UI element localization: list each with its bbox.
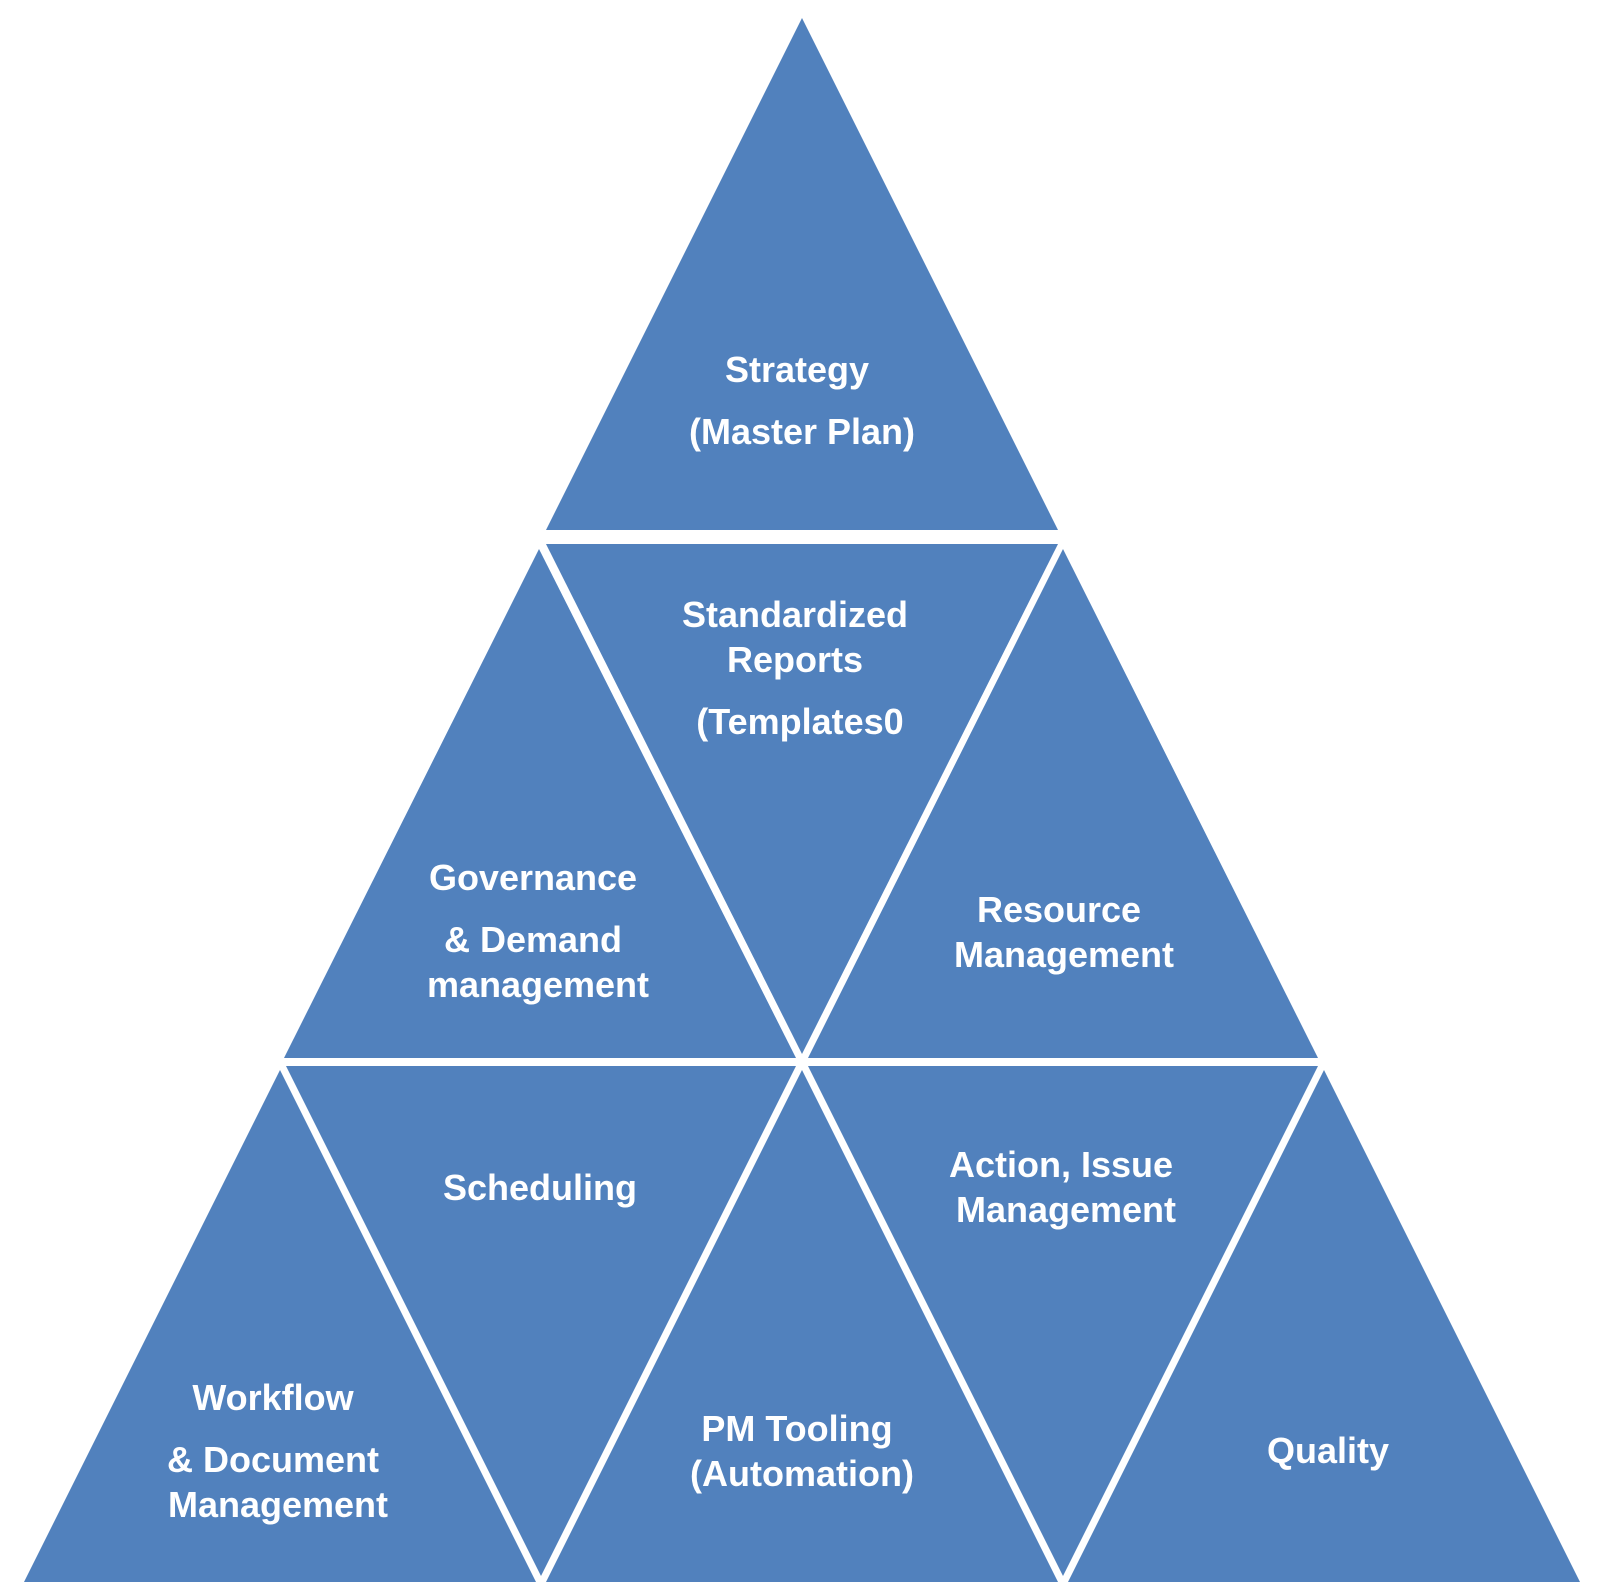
tile-pm-tooling-label: PM Tooling (Automation): [690, 1408, 914, 1494]
tile-resource-management: Resource Management: [808, 549, 1318, 1058]
tile-workflow-label: Workflow & Document Management: [167, 1377, 389, 1525]
tile-standardized-reports-label: Standardized Reports (Templates0: [682, 594, 918, 742]
tile-workflow-shape: [24, 1070, 536, 1582]
tile-action-issue-shape: [808, 1066, 1318, 1576]
tile-action-issue-label: Action, Issue Management: [949, 1144, 1183, 1230]
tile-scheduling-label: Scheduling: [443, 1167, 637, 1208]
tile-standardized-reports: Standardized Reports (Templates0: [546, 544, 1058, 1054]
tile-pm-tooling: PM Tooling (Automation): [546, 1070, 1058, 1582]
tile-governance: Governance & Demand management: [284, 549, 796, 1058]
tile-scheduling: Scheduling: [286, 1066, 796, 1576]
tile-strategy-label: Strategy (Master Plan): [689, 349, 915, 452]
tile-pm-tooling-shape: [546, 1070, 1058, 1582]
tile-quality-label: Quality: [1267, 1430, 1389, 1471]
tile-scheduling-shape: [286, 1066, 796, 1576]
tile-strategy-shape: [546, 18, 1058, 530]
tile-quality-shape: [1068, 1070, 1580, 1582]
tile-standardized-reports-shape: [546, 544, 1058, 1054]
tile-resource-management-shape: [808, 549, 1318, 1058]
tile-action-issue: Action, Issue Management: [808, 1066, 1318, 1576]
tile-governance-label: Governance & Demand management: [427, 857, 649, 1005]
tile-strategy: Strategy (Master Plan): [546, 18, 1058, 530]
tile-quality: Quality: [1068, 1070, 1580, 1582]
tile-governance-shape: [284, 549, 796, 1058]
tile-resource-management-label: Resource Management: [954, 889, 1174, 975]
tile-workflow: Workflow & Document Management: [24, 1070, 536, 1582]
